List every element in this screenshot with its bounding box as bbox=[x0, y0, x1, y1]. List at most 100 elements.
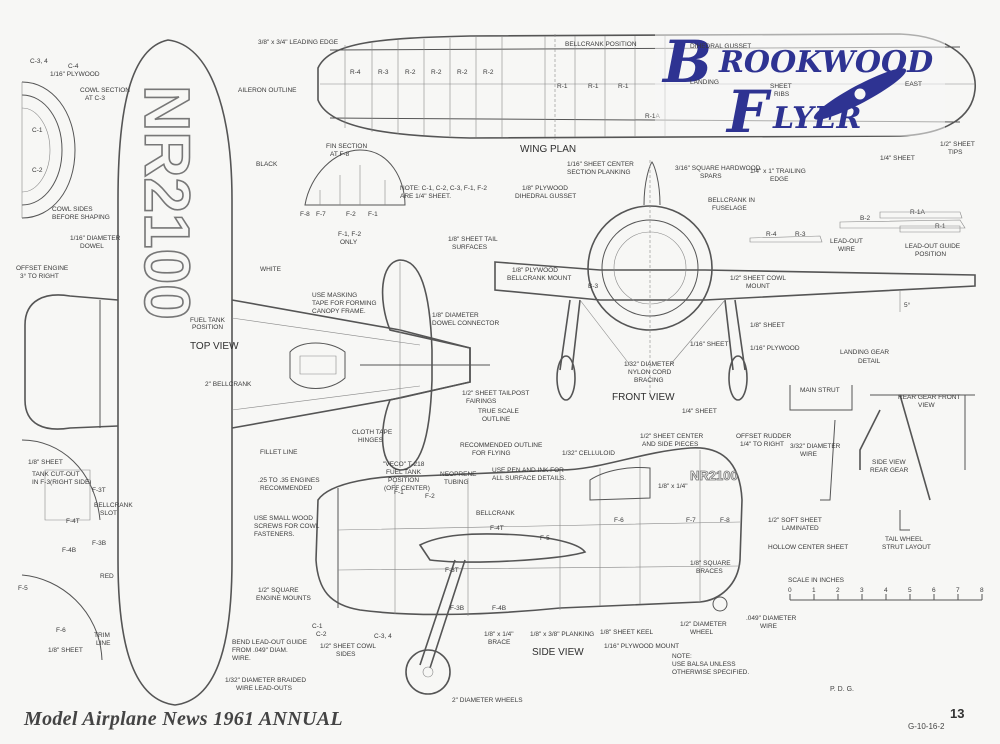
rib-label: R-1 bbox=[618, 83, 629, 90]
center-label: 1/8" SHEET TAIL bbox=[448, 236, 498, 243]
front-label: 1/8" SHEET bbox=[750, 322, 785, 329]
gear-label: REAR GEAR FRONT bbox=[898, 394, 961, 401]
center-label: F-8 bbox=[300, 211, 310, 218]
gear-label: SIDE VIEW bbox=[872, 459, 906, 466]
left-label: BEFORE SHAPING bbox=[52, 214, 110, 221]
side-label: OFFSET RUDDER bbox=[736, 433, 791, 440]
center-label: USE PEN AND INK FOR bbox=[492, 467, 564, 474]
center-label: FUEL TANK bbox=[386, 469, 422, 476]
left-label: TANK CUT-OUT bbox=[32, 471, 80, 478]
wing-label: TIPS bbox=[948, 149, 963, 156]
side-label: BRACES bbox=[696, 568, 723, 575]
center-label: ALL SURFACE DETAILS. bbox=[492, 475, 566, 482]
rib-label: R-1A bbox=[645, 113, 660, 120]
side-label: F-1 bbox=[394, 489, 404, 496]
scale-tick-label: 3 bbox=[860, 587, 864, 594]
center-label: FOR FLYING bbox=[472, 450, 511, 457]
front-label: 1/32" DIAMETER bbox=[624, 361, 675, 368]
wing-label: SECTION PLANKING bbox=[567, 169, 631, 176]
left-label: F-3T bbox=[92, 487, 106, 494]
scale-tick-label: 2 bbox=[836, 587, 840, 594]
left-label: 3° TO RIGHT bbox=[20, 272, 59, 280]
left-label: 1/8" SHEET bbox=[48, 647, 83, 654]
rib-label: R-2 bbox=[405, 69, 416, 76]
left-label: F-4T bbox=[66, 518, 80, 525]
left-label: BELLCRANK bbox=[94, 502, 133, 509]
left-label: FUEL TANK bbox=[190, 317, 226, 324]
center-label: 1/2" SHEET TAILPOST bbox=[462, 390, 529, 397]
front-label: POSITION bbox=[915, 251, 946, 258]
center-label: C-1 bbox=[312, 623, 323, 630]
center-label: WIRE LEAD-OUTS bbox=[236, 685, 293, 692]
center-label: SURFACES bbox=[452, 244, 488, 251]
side-label: F-8 bbox=[720, 517, 730, 524]
side-label: BRACE bbox=[488, 639, 511, 646]
front-label: BRACING bbox=[634, 377, 664, 384]
side-label: F-3T bbox=[445, 567, 459, 574]
center-label: WIRE. bbox=[232, 655, 251, 662]
center-label: SIDES bbox=[336, 651, 356, 658]
side-label: F-4B bbox=[492, 605, 506, 612]
left-label: POSITION bbox=[192, 324, 223, 331]
wing-label: EDGE bbox=[770, 176, 789, 183]
center-label: C-3, 4 bbox=[374, 633, 392, 640]
wing-note: ARE 1/4" SHEET. bbox=[400, 193, 451, 200]
center-label: F-1 bbox=[368, 211, 378, 218]
wing-label: SHEET bbox=[770, 83, 792, 90]
side-label: 1/2" SOFT SHEET bbox=[768, 517, 822, 524]
front-label: BELLCRANK IN bbox=[708, 197, 755, 204]
left-label: F-4B bbox=[62, 547, 76, 554]
side-label: 1/32" CELLULOID bbox=[562, 450, 615, 457]
front-label: 1/2" SHEET COWL bbox=[730, 275, 786, 282]
wing-label: 3/16" SQUARE HARDWOOD bbox=[675, 165, 761, 172]
left-label: FILLET LINE bbox=[260, 449, 298, 456]
wing-label: 1/16" SHEET CENTER bbox=[567, 161, 634, 168]
side-label: 1/16" PLYWOOD MOUNT bbox=[604, 643, 679, 650]
wing-label: RIBS bbox=[774, 91, 790, 98]
center-label: "VECO" T-218 bbox=[383, 461, 425, 468]
wing-label: 1/4" SHEET bbox=[880, 155, 915, 162]
center-label: RECOMMENDED OUTLINE bbox=[460, 442, 543, 449]
side-label: NOTE: bbox=[672, 653, 692, 660]
scale-tick-label: 1 bbox=[812, 587, 816, 594]
publication-footer: Model Airplane News 1961 ANNUAL bbox=[24, 708, 343, 730]
part-label: B-2 bbox=[860, 215, 871, 222]
scale-tick-label: 4 bbox=[884, 587, 888, 594]
center-label: C-2 bbox=[316, 631, 327, 638]
center-label: AT F-8 bbox=[330, 151, 350, 158]
center-label: F-7 bbox=[316, 211, 326, 218]
wing-label: LANDING bbox=[690, 79, 719, 86]
center-label: FAIRINGS bbox=[466, 398, 497, 405]
center-label: FROM .049" DIAM. bbox=[232, 647, 288, 654]
center-label: ENGINE MOUNTS bbox=[256, 595, 312, 602]
left-label: 1/16" DIAMETER bbox=[70, 235, 121, 242]
left-label: F-6 bbox=[56, 627, 66, 634]
brookwood-flyer-logo: B ROOKWOOD F LYER bbox=[655, 28, 945, 146]
view-title-gear-2: DETAIL bbox=[858, 358, 881, 365]
wing-label: 3/8" x 3/4" LEADING EDGE bbox=[258, 39, 339, 46]
gear-label: TAIL WHEEL bbox=[885, 536, 923, 543]
center-label: TAPE FOR FORMING bbox=[312, 300, 377, 307]
center-label: TUBING bbox=[444, 479, 469, 486]
scale-tick-label: 5 bbox=[908, 587, 912, 594]
left-label: C-1 bbox=[32, 127, 43, 134]
center-label: 1/32" DIAMETER BRAIDED bbox=[225, 677, 306, 684]
view-title-front: FRONT VIEW bbox=[612, 392, 675, 403]
wing-label: EAST bbox=[905, 81, 922, 88]
center-label: TRUE SCALE bbox=[478, 408, 519, 415]
center-label: FIN SECTION bbox=[326, 143, 367, 150]
wing-label: BELLCRANK POSITION bbox=[565, 41, 637, 48]
side-label: 1/8" x 1/4" bbox=[658, 483, 688, 490]
center-label: 1/8" DIAMETER bbox=[432, 312, 479, 319]
drawing-number: G-10-16-2 bbox=[908, 722, 945, 731]
page-number: 13 bbox=[950, 706, 965, 721]
left-label: COWL SECTION bbox=[80, 87, 130, 94]
landing-gear-detail: LANDING GEAR DETAIL bbox=[789, 349, 975, 531]
center-label: CLOTH TAPE bbox=[352, 429, 393, 436]
front-label: FUSELAGE bbox=[712, 205, 747, 212]
front-label: 5° bbox=[904, 301, 911, 309]
side-label: 1/2" SHEET CENTER bbox=[640, 433, 704, 440]
left-label: 2" BELLCRANK bbox=[205, 381, 252, 388]
front-label: LEAD-OUT bbox=[830, 238, 863, 245]
